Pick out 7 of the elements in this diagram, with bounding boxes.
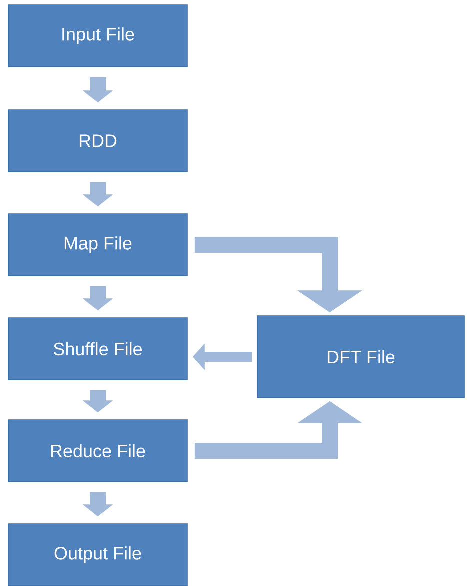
process-box: Reduce File xyxy=(8,420,188,482)
process-box: Shuffle File xyxy=(8,318,188,380)
process-box: RDD xyxy=(8,110,188,172)
process-box: Map File xyxy=(8,214,188,276)
process-box: Input File xyxy=(8,4,188,68)
process-box: DFT File xyxy=(257,316,465,398)
process-box: Output File xyxy=(8,524,188,586)
